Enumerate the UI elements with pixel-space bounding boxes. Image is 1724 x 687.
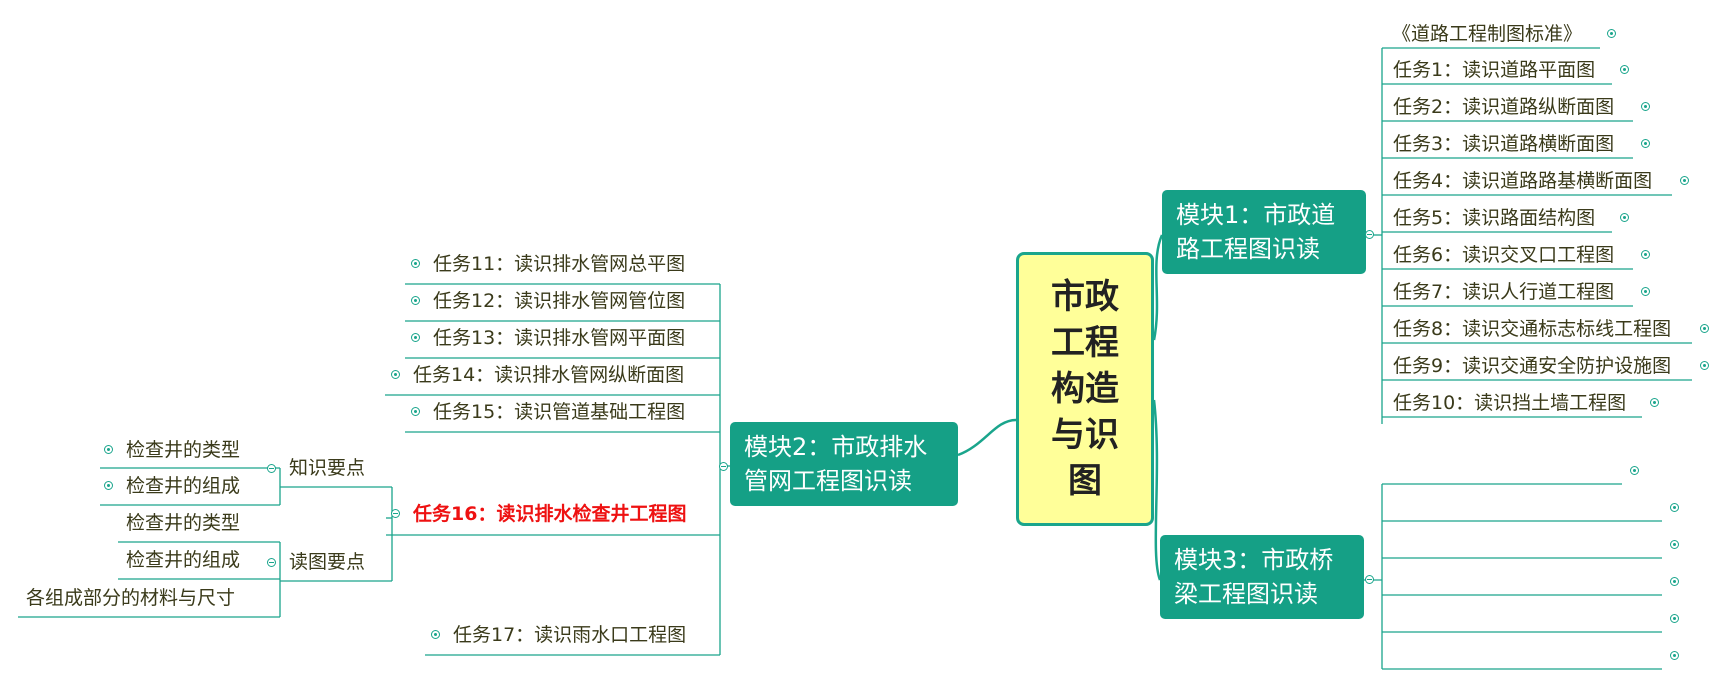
expand-icon[interactable] (1670, 614, 1679, 623)
collapse-icon[interactable] (267, 558, 276, 567)
module-2-node[interactable]: 模块2：市政排水管网工程图识读 (730, 422, 958, 506)
module-1-node[interactable]: 模块1：市政道路工程图识读 (1162, 190, 1366, 274)
expand-icon[interactable] (1670, 651, 1679, 660)
connector-line-0 (957, 418, 1017, 457)
expand-icon[interactable] (1680, 176, 1689, 185)
root-node[interactable]: 市政工程构造与识图 (1016, 252, 1154, 526)
knowledge-item-1[interactable]: 检查井的组成 (126, 475, 241, 497)
collapse-icon[interactable] (267, 464, 276, 473)
m1-item-4[interactable]: 任务4：读识道路路基横断面图 (1393, 170, 1653, 192)
m1-item-0[interactable]: 《道路工程制图标准》 (1392, 23, 1583, 45)
m1-item-9[interactable]: 任务9：读识交通安全防护设施图 (1393, 355, 1672, 377)
expand-icon[interactable] (104, 445, 113, 454)
expand-icon[interactable] (1641, 287, 1650, 296)
expand-icon[interactable] (411, 259, 420, 268)
m2-item-1[interactable]: 任务12：读识排水管网管位图 (433, 290, 686, 312)
m2-item-5-selected[interactable]: 任务16：读识排水检查井工程图 (413, 503, 687, 525)
expand-icon[interactable] (104, 481, 113, 490)
m1-item-1[interactable]: 任务1：读识道路平面图 (1393, 59, 1596, 81)
collapse-icon[interactable] (719, 462, 728, 471)
connector-line-2 (1152, 399, 1162, 581)
knowledge-points-node[interactable]: 知识要点 (289, 457, 366, 479)
reading-item-2[interactable]: 各组成部分的材料与尺寸 (26, 587, 236, 609)
m2-item-0[interactable]: 任务11：读识排水管网总平图 (433, 253, 686, 275)
knowledge-item-0[interactable]: 检查井的类型 (126, 439, 241, 461)
expand-icon[interactable] (1641, 102, 1650, 111)
expand-icon[interactable] (1670, 577, 1679, 586)
collapse-icon[interactable] (1365, 575, 1374, 584)
expand-icon[interactable] (1641, 139, 1650, 148)
expand-icon[interactable] (1650, 398, 1659, 407)
collapse-icon[interactable] (1365, 230, 1374, 239)
m1-item-8[interactable]: 任务8：读识交通标志标线工程图 (1393, 318, 1672, 340)
m2-item-4[interactable]: 任务15：读识管道基础工程图 (433, 401, 686, 423)
expand-icon[interactable] (1700, 324, 1709, 333)
m2-item-2[interactable]: 任务13：读识排水管网平面图 (433, 327, 686, 349)
m1-item-10[interactable]: 任务10：读识挡土墙工程图 (1393, 392, 1627, 414)
m1-item-6[interactable]: 任务6：读识交叉口工程图 (1393, 244, 1615, 266)
expand-icon[interactable] (1700, 361, 1709, 370)
collapse-icon[interactable] (391, 509, 400, 518)
m2-item-6[interactable]: 任务17：读识雨水口工程图 (453, 624, 687, 646)
m1-item-2[interactable]: 任务2：读识道路纵断面图 (1393, 96, 1615, 118)
expand-icon[interactable] (411, 333, 420, 342)
reading-item-1[interactable]: 检查井的组成 (126, 549, 241, 571)
expand-icon[interactable] (1630, 466, 1639, 475)
expand-icon[interactable] (1641, 250, 1650, 259)
expand-icon[interactable] (411, 407, 420, 416)
expand-icon[interactable] (1620, 213, 1629, 222)
expand-icon[interactable] (391, 370, 400, 379)
expand-icon[interactable] (1670, 540, 1679, 549)
expand-icon[interactable] (1620, 65, 1629, 74)
expand-icon[interactable] (411, 296, 420, 305)
reading-points-node[interactable]: 读图要点 (289, 551, 366, 573)
expand-icon[interactable] (431, 630, 440, 639)
connector-line-1 (1152, 234, 1164, 341)
expand-icon[interactable] (1670, 503, 1679, 512)
m1-item-3[interactable]: 任务3：读识道路横断面图 (1393, 133, 1615, 155)
m2-item-3[interactable]: 任务14：读识排水管网纵断面图 (413, 364, 685, 386)
module-3-node[interactable]: 模块3：市政桥梁工程图识读 (1160, 535, 1364, 619)
expand-icon[interactable] (1607, 29, 1616, 38)
m1-item-5[interactable]: 任务5：读识路面结构图 (1393, 207, 1596, 229)
reading-item-0[interactable]: 检查井的类型 (126, 512, 241, 534)
m1-item-7[interactable]: 任务7：读识人行道工程图 (1393, 281, 1615, 303)
